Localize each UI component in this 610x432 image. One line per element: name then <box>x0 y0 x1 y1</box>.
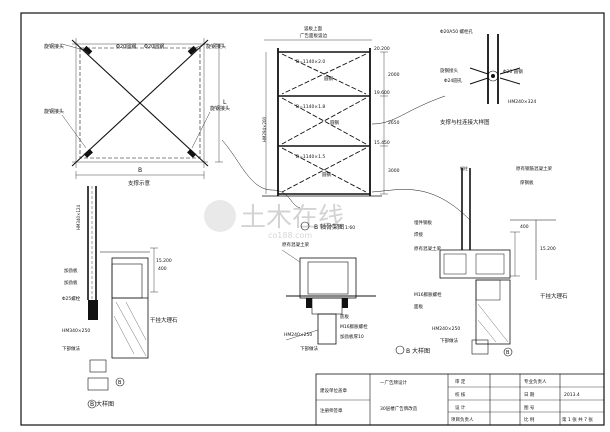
elev-column-size: HM294×200 <box>262 116 267 142</box>
tb-r1c2: 专业负责人 <box>524 378 547 385</box>
nut-symbol <box>83 45 93 55</box>
right-axis: B <box>506 350 510 356</box>
right-plate: 厚钢板 <box>520 179 534 186</box>
joint-hole: Φ20A50 螺栓孔 <box>440 28 474 35</box>
joint-nut: 旋钢接头 <box>440 67 458 74</box>
elev-level-1: 20.200 <box>374 46 390 52</box>
label-rod-a: Φ20圆钢 <box>116 43 136 50</box>
label-nut-br: 旋钢接头 <box>210 105 230 112</box>
elev-dim-3: 3000 <box>388 168 400 174</box>
tb-r3c1: 设 计 <box>455 404 466 411</box>
detail-left: HM340×124 加劲板 加劲板 Φ25螺栓 HM340×250 400 15… <box>62 186 178 409</box>
elev-level-3: 15.450 <box>374 140 390 146</box>
tb-r2c3: 2013.4 <box>564 392 580 398</box>
mid-title: B 大样图 <box>406 347 430 355</box>
mid-bolt: M16膨胀螺栓 <box>340 323 368 330</box>
nut-symbol <box>187 45 197 55</box>
dim-height: L <box>223 99 227 106</box>
reference-curve <box>221 139 301 209</box>
tb-left2: 注册师签章 <box>320 407 343 414</box>
axis-elevation: 竖板上面 广告面板竖边 B=1140×2.0 B=1140×1.8 B=1140… <box>262 25 400 231</box>
right-bolt: M16膨胀螺栓 <box>414 291 442 298</box>
tb-r4c3: 第 1 张 共 7 张 <box>562 416 593 423</box>
elev-brace-1: 圆钢 <box>324 75 333 82</box>
title-block: 一广告牌设计 30层楼广告牌改造 建设单位盖章 注册师签章 审 定 专业负责人 … <box>315 373 605 426</box>
tb-r2c1: 校 核 <box>455 391 466 398</box>
brace-plan: 旋钢接头 Φ20圆钢 Φ20圆钢 旋钢接头 旋钢接头 旋钢接头 B L 支撑示意 <box>44 38 230 187</box>
left-column-size: HM340×124 <box>76 204 81 230</box>
brace-plan-title: 支撑示意 <box>128 179 151 187</box>
left-dim: 400 <box>158 266 167 272</box>
mid-base: HM240×250 <box>284 332 312 338</box>
dim-width: B <box>138 167 142 174</box>
elev-top-title: 竖板上面 <box>304 25 322 32</box>
left-plate: 加劲板 <box>64 279 78 286</box>
watermark-text: 土木在线 <box>240 203 344 233</box>
joint-title: 支撑与柱连接大样图 <box>440 118 490 126</box>
mid-stiff: 加劲板厚10 <box>340 333 364 340</box>
elev-dim-2: 2650 <box>388 120 400 126</box>
right-stone: 干挂大理石 <box>540 292 568 300</box>
nut-symbol <box>83 148 93 158</box>
tb-project: 30层楼广告牌改造 <box>380 405 418 412</box>
watermark: 土木在线 co188.com <box>204 200 344 240</box>
left-elev: 15.200 <box>156 258 172 264</box>
tb-r2c2: 日 期 <box>524 392 535 398</box>
left-axis: B <box>118 380 122 386</box>
right-face: 面板 <box>414 303 423 310</box>
left-title: B 大样图 <box>90 400 114 408</box>
right-anchor: 埋件钢板 <box>414 219 432 226</box>
watermark-sub: co188.com <box>268 231 312 240</box>
right-wall-existing: 原有混凝土梁 <box>414 245 441 252</box>
left-base: HM340×250 <box>62 328 90 334</box>
label-rod-b: Φ20圆钢 <box>144 43 164 50</box>
nut-symbol <box>187 148 197 158</box>
tb-r4c2: 比 例 <box>524 416 535 423</box>
elev-brace-3: 圆钢 <box>322 171 331 178</box>
mid-bottom: 下部做法 <box>300 345 318 352</box>
right-base: HM240×250 <box>432 326 460 332</box>
right-bottom: 下部做法 <box>440 337 458 344</box>
tb-company: 一广告牌设计 <box>380 379 407 386</box>
elev-section-a: B=1140×2.0 <box>296 59 325 65</box>
detail-right: 钢柱 原有钢筋混凝土梁 厚钢板 埋件钢板 焊接 原有混凝土梁 M16膨胀螺栓 面… <box>414 165 568 357</box>
elev-top-sub: 广告面板竖边 <box>300 32 327 39</box>
reference-curve <box>371 189 471 221</box>
joint-rod: Φ20 圆钢 <box>503 68 523 75</box>
label-nut-tr: 旋钢接头 <box>206 43 226 50</box>
left-stone: 干挂大理石 <box>150 316 178 324</box>
tb-r1c1: 审 定 <box>455 378 466 385</box>
elev-title: B 轴骨架图 <box>314 223 344 231</box>
label-nut-bl: 旋钢接头 <box>44 108 64 115</box>
mid-plate: 底板 <box>340 313 349 320</box>
tb-left1: 建设单位盖章 <box>320 387 347 394</box>
joint-rod-hole: Φ24圆孔 <box>444 77 463 84</box>
reference-curve <box>371 95 446 125</box>
sheet-border <box>20 12 605 426</box>
elev-dim-1: 2000 <box>388 72 400 78</box>
detail-middle: 原有混凝土梁 底板 M16膨胀螺栓 加劲板厚10 HM240×250 下部做法 … <box>281 241 430 355</box>
label-nut-tl: 旋钢接头 <box>44 43 64 50</box>
elev-section-b: B=1140×1.8 <box>296 104 325 110</box>
elev-brace-2: 圆钢 <box>330 119 339 126</box>
mid-rod: 原有混凝土梁 <box>282 241 309 248</box>
right-weld: 焊接 <box>414 231 423 238</box>
right-dim: 400 <box>520 224 529 230</box>
elev-level-2: 19.600 <box>374 90 390 96</box>
right-elev: 15.200 <box>540 246 556 252</box>
left-bottom: 下部做法 <box>62 345 80 352</box>
left-nut: Φ25螺栓 <box>62 295 81 302</box>
tb-r4c1: 项目负责人 <box>451 416 474 423</box>
elev-section-c: B=1140×1.5 <box>296 154 325 160</box>
right-column: 钢柱 <box>460 165 468 171</box>
joint-detail: Φ20A50 螺栓孔 旋钢接头 Φ20 圆钢 Φ24圆孔 HM240×324 支… <box>440 28 536 126</box>
right-wall: 原有钢筋混凝土梁 <box>516 165 552 172</box>
tb-r3c2: 图 号 <box>524 405 535 411</box>
elev-scale: 1:60 <box>345 225 355 231</box>
joint-beam: HM240×324 <box>508 99 536 105</box>
left-anchor: 加劲板 <box>64 267 78 274</box>
